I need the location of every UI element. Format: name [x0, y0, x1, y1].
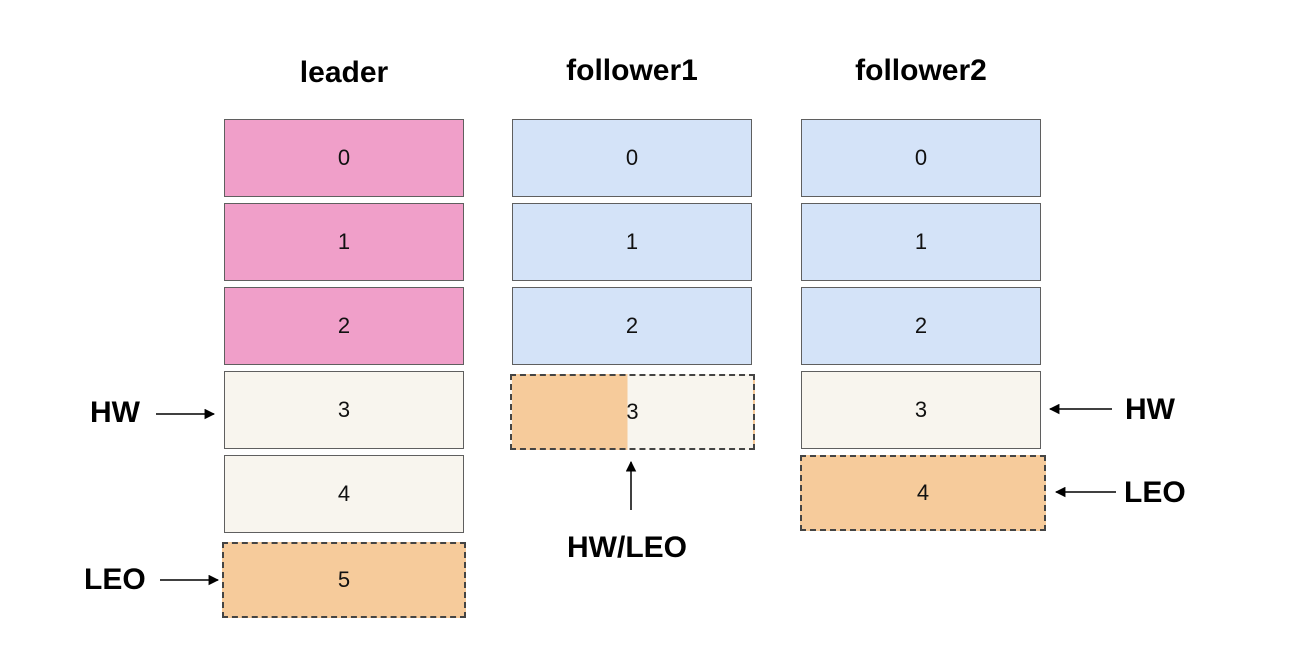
- leader-title: leader: [299, 56, 389, 89]
- follower1-log-entry: 0: [512, 119, 752, 197]
- follower1-title: follower1: [566, 54, 698, 87]
- follower2-log-entry-pending: 4: [800, 455, 1046, 531]
- follower2-log-entry: 1: [801, 203, 1041, 281]
- leader-log-entry: 1: [224, 203, 464, 281]
- follower1-log-entry: 1: [512, 203, 752, 281]
- leader-leo-label: LEO: [84, 563, 146, 596]
- leader-log-entry: 4: [224, 455, 464, 533]
- leader-log-entry: 3: [224, 371, 464, 449]
- leader-log-entry-pending: 5: [222, 542, 466, 618]
- follower2-log-entry: 3: [801, 371, 1041, 449]
- follower1-log-entry-partial: 3: [510, 374, 755, 450]
- leader-log-entry: 2: [224, 287, 464, 365]
- follower1-hw-leo-label: HW/LEO: [567, 531, 687, 564]
- leader-hw-label: HW: [90, 396, 140, 429]
- follower2-hw-label: HW: [1125, 393, 1175, 426]
- follower2-title: follower2: [855, 54, 987, 87]
- follower2-log-entry: 0: [801, 119, 1041, 197]
- follower2-leo-label: LEO: [1124, 476, 1186, 509]
- leader-log-entry: 0: [224, 119, 464, 197]
- follower1-log-entry: 2: [512, 287, 752, 365]
- follower2-log-entry: 2: [801, 287, 1041, 365]
